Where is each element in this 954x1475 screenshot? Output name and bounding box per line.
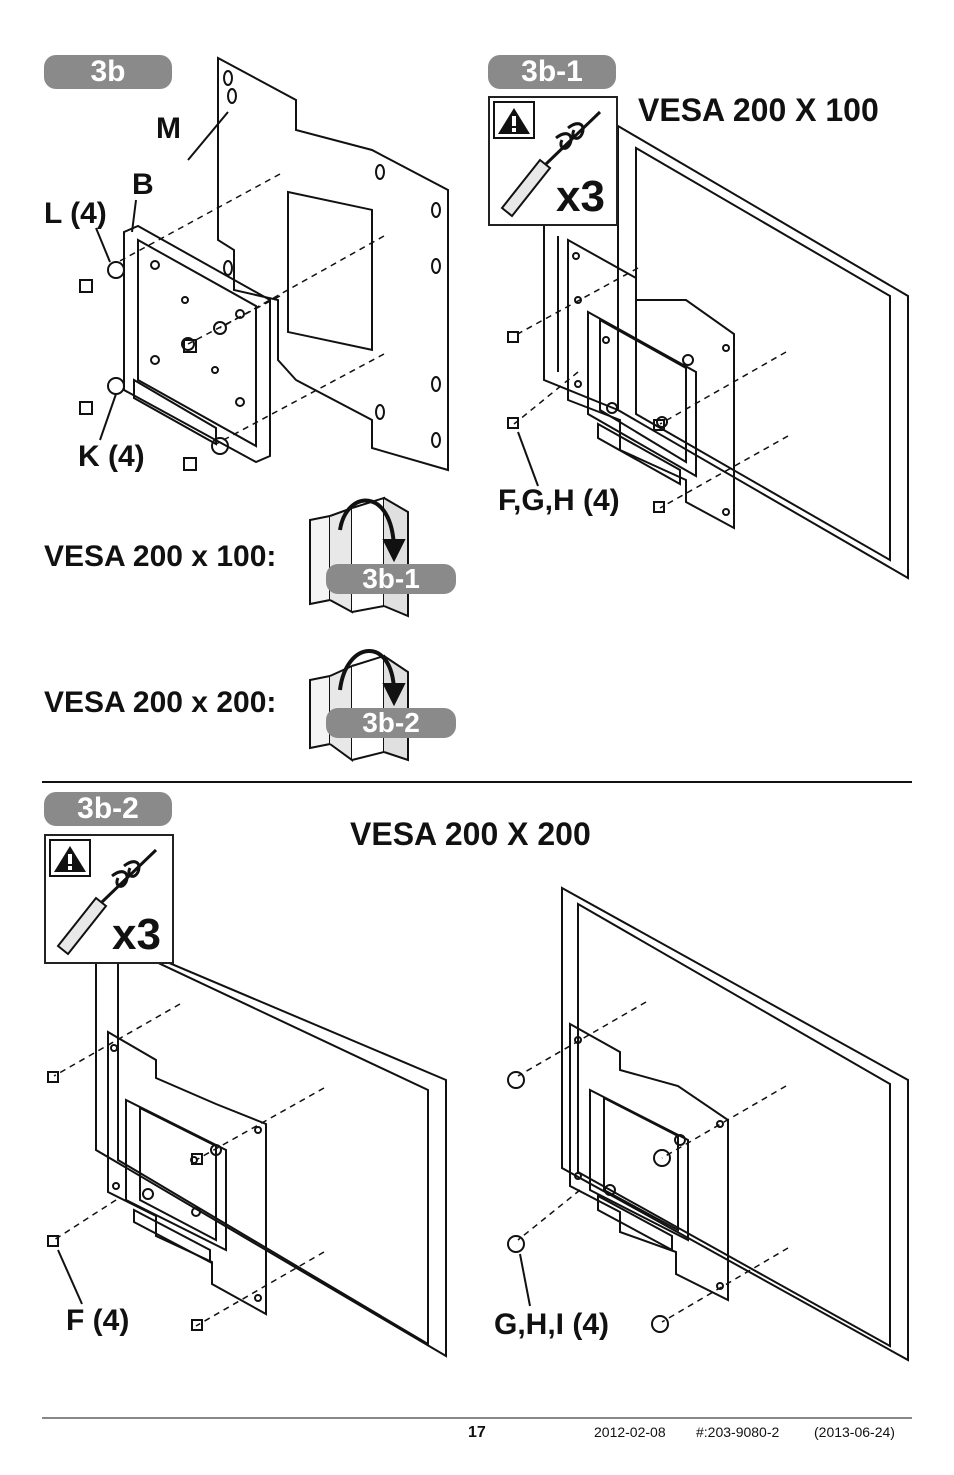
choice-row2-label: VESA 200 x 200:	[44, 686, 277, 719]
footer-revision: (2013-06-24)	[814, 1424, 895, 1440]
tool-warning-box-3b1	[488, 96, 618, 226]
step-badge-3b: 3b	[44, 55, 172, 89]
monitor-3b2-left	[95, 930, 447, 1358]
step-badge-3b1: 3b-1	[488, 55, 616, 89]
page-number: 17	[468, 1424, 486, 1441]
monitor-3b1	[617, 124, 909, 580]
monitor-3b2-right	[561, 886, 909, 1362]
multiplier-3b2: x3	[112, 910, 161, 959]
screwdriver-icon	[49, 839, 158, 956]
screwdriver-icon	[493, 101, 602, 218]
step-badge-3b1-target: 3b-1	[326, 564, 456, 594]
step-badge-3b2-header: 3b-2	[44, 792, 172, 826]
choice-row1-label: VESA 200 x 100:	[44, 540, 277, 573]
title-vesa-200x200: VESA 200 X 200	[350, 816, 591, 852]
part-label-b: B	[132, 168, 154, 201]
part-label-m: M	[156, 112, 181, 145]
part-label-f: F (4)	[66, 1304, 130, 1337]
plate-m-window	[287, 190, 373, 352]
page-flip-icon-2	[309, 649, 409, 762]
plate-m	[217, 56, 449, 472]
footer-doc-number: #:203-9080-2	[696, 1424, 780, 1440]
part-label-l: L (4)	[44, 197, 107, 230]
part-label-k: K (4)	[78, 440, 145, 473]
part-label-fgh: F,G,H (4)	[498, 484, 620, 517]
step-badge-3b2-target: 3b-2	[326, 708, 456, 738]
plate-3b2-right	[569, 1022, 729, 1302]
tool-warning-box-3b2	[44, 834, 174, 964]
title-vesa-200x100: VESA 200 X 100	[638, 92, 879, 128]
multiplier-3b1: x3	[556, 172, 605, 221]
footer-date: 2012-02-08	[594, 1424, 666, 1440]
plate-3b2-left	[107, 1030, 267, 1316]
page-flip-icon-1	[309, 496, 409, 618]
part-label-ghi: G,H,I (4)	[494, 1308, 610, 1341]
